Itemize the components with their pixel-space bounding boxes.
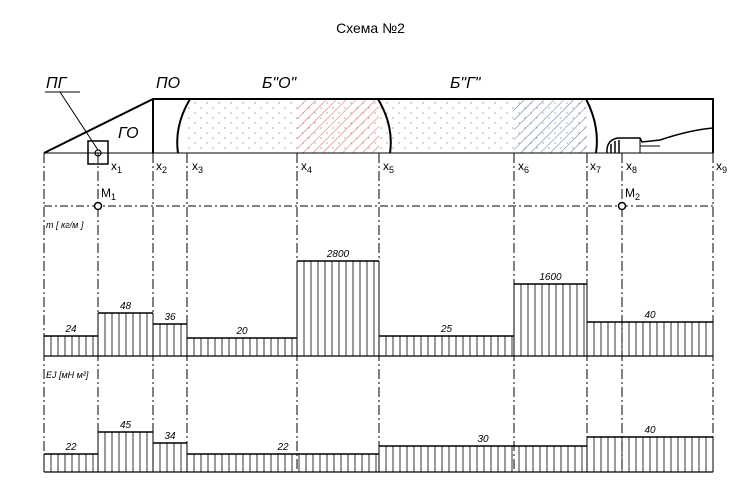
label-bo: Б"О"	[262, 75, 298, 92]
mass-m1-marker	[93, 201, 103, 211]
step-value-label: 2800	[326, 249, 350, 260]
mass-m2-marker	[617, 201, 627, 211]
x-point-label: x8	[626, 159, 637, 175]
step-value-label: 40	[644, 310, 656, 321]
section-divider-lines	[43, 153, 714, 472]
stiffness-axis-label: EJ [мН м²]	[46, 370, 89, 380]
step-value-label: 30	[477, 434, 489, 445]
structure-outline	[43, 91, 714, 165]
label-po: ПО	[156, 75, 180, 92]
bulkhead-left	[176, 98, 191, 154]
step-value-label: 45	[120, 420, 132, 431]
pg-box	[87, 140, 109, 165]
x-point-label: x6	[518, 159, 529, 175]
step-value-label: 1600	[539, 272, 562, 283]
step-value-label: 40	[644, 425, 656, 436]
stiffness-distribution-chart: 22 45 34 22 30 40	[43, 420, 714, 472]
mass-m1-label: M1	[101, 186, 116, 202]
step-value-label: 48	[120, 301, 132, 312]
mass-axis-label: m [ кг/м ]	[46, 220, 84, 230]
mass-distribution-chart: 24 48 36 20 2800 25 1600 40	[43, 249, 714, 356]
mass-m2-label: M2	[625, 186, 640, 202]
label-go: ГО	[118, 125, 139, 142]
step-value-label: 24	[64, 324, 77, 335]
nose-cone	[43, 98, 714, 154]
x-point-labels: x1 x2 x3 x4 x5 x6 x7 x8 x9	[111, 159, 727, 175]
x-point-label: x3	[192, 159, 203, 175]
hatch-red-region	[297, 99, 379, 153]
page-title: Схема №2	[336, 20, 405, 36]
step-value-label: 34	[164, 431, 176, 442]
bulkhead-right	[585, 98, 598, 154]
step-value-label: 36	[164, 312, 176, 323]
nozzle-icon	[606, 127, 714, 154]
label-bg: Б"Г"	[450, 75, 482, 92]
x-point-label: x1	[111, 159, 122, 175]
x-point-label: x5	[383, 159, 394, 175]
x-point-label: x9	[716, 159, 727, 175]
hatch-blue-region	[514, 99, 587, 153]
step-value-label: 22	[64, 442, 77, 453]
bulkhead-mid	[377, 98, 392, 154]
step-value-label: 20	[235, 326, 248, 337]
label-pg: ПГ	[46, 75, 68, 92]
x-point-label: x7	[590, 159, 601, 175]
x-point-label: x4	[301, 159, 312, 175]
step-value-label: 25	[440, 324, 453, 335]
x-point-label: x2	[156, 159, 167, 175]
step-value-label: 22	[276, 442, 289, 453]
